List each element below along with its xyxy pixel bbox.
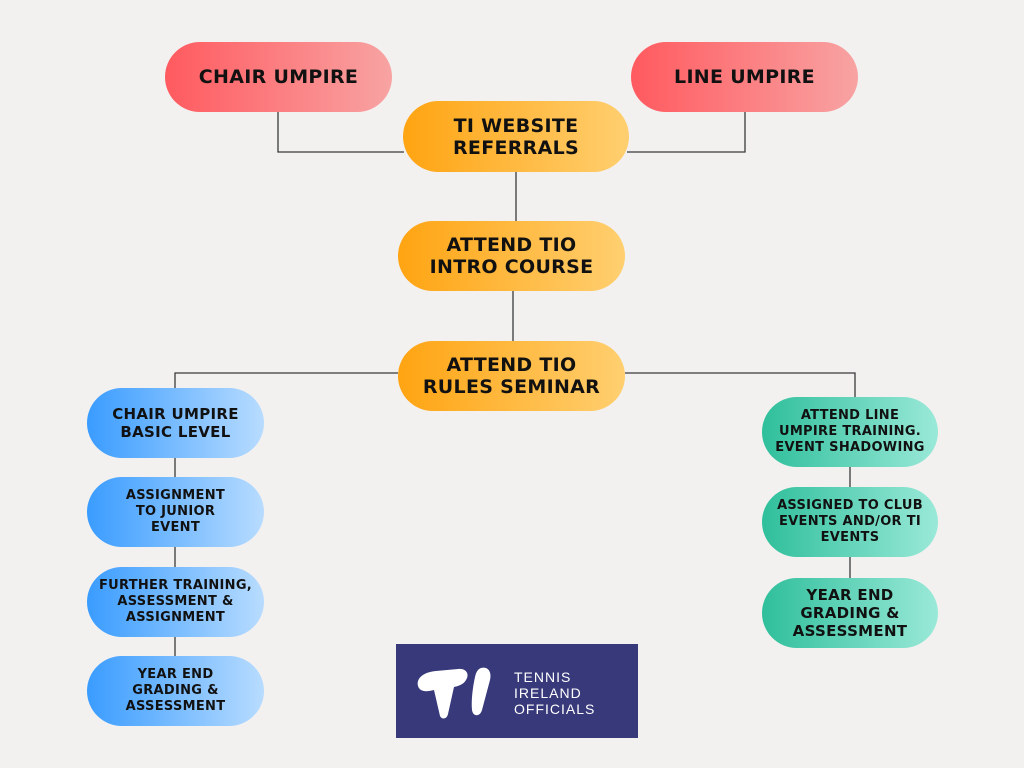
line-umpire-node: LINE UMPIRE — [631, 42, 858, 112]
connector-line-to-referrals — [627, 112, 746, 153]
attend-line-umpire-training-node: ATTEND LINE UMPIRE TRAINING. EVENT SHADO… — [762, 397, 938, 467]
attend-tio-rules-seminar-node: ATTEND TIO RULES SEMINAR — [398, 341, 625, 411]
logo-text-line2: IRELAND — [514, 685, 582, 701]
ti-logo-icon — [417, 667, 491, 719]
attend-tio-intro-course-node: ATTEND TIO INTRO COURSE — [398, 221, 625, 291]
connector-rules-to-chair-basic — [174, 372, 398, 388]
year-end-grading-right-node: YEAR END GRADING & ASSESSMENT — [762, 578, 938, 648]
ti-website-referrals-node: TI WEBSITE REFERRALS — [403, 101, 629, 172]
tennis-ireland-officials-logo: TENNIS IRELAND OFFICIALS — [396, 644, 638, 738]
year-end-grading-left-node: YEAR END GRADING & ASSESSMENT — [87, 656, 264, 726]
connector-rules-to-line-training — [625, 372, 856, 397]
connector-chair-to-referrals — [277, 112, 404, 153]
logo-text-line1: TENNIS — [514, 669, 572, 685]
assignment-to-junior-event-node: ASSIGNMENT TO JUNIOR EVENT — [87, 477, 264, 547]
assigned-to-club-events-node: ASSIGNED TO CLUB EVENTS AND/OR TI EVENTS — [762, 487, 938, 557]
chair-umpire-basic-level-node: CHAIR UMPIRE BASIC LEVEL — [87, 388, 264, 458]
chair-umpire-node: CHAIR UMPIRE — [165, 42, 392, 112]
logo-text-line3: OFFICIALS — [514, 701, 596, 717]
further-training-node: FURTHER TRAINING, ASSESSMENT & ASSIGNMEN… — [87, 567, 264, 637]
